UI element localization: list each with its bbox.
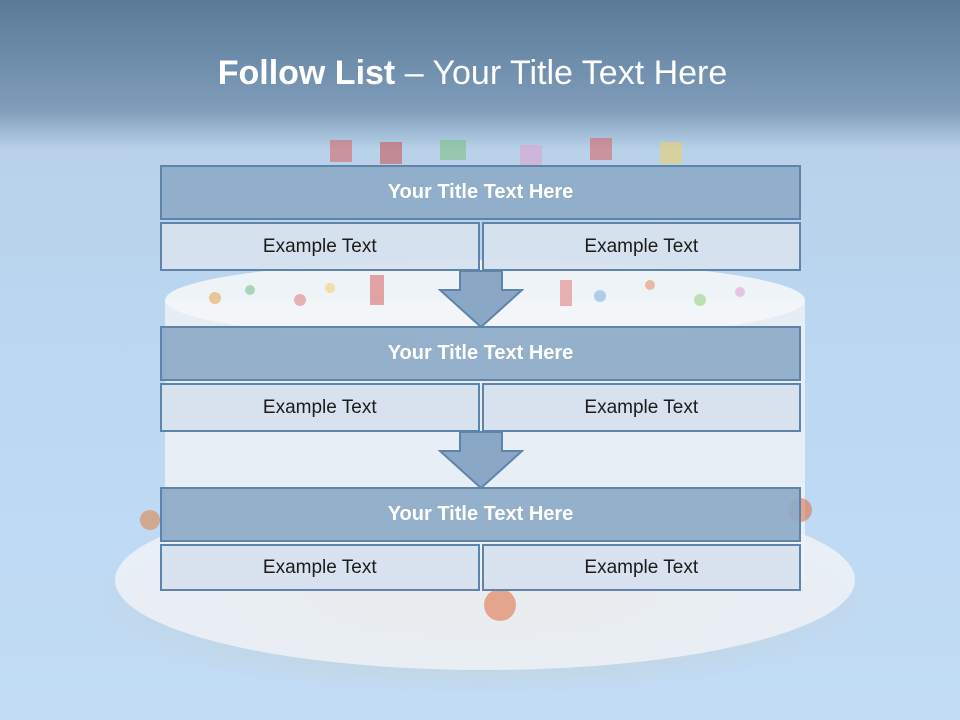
step-block: Your Title Text Here Example Text Exampl…: [160, 487, 801, 591]
slide-title-bold: Follow List: [217, 54, 396, 92]
down-arrow-icon: [438, 270, 524, 328]
down-arrow-icon: [438, 431, 524, 489]
step-right-text: Example Text: [481, 383, 801, 432]
step-row: Example Text Example Text: [160, 383, 801, 432]
step-block: Your Title Text Here Example Text Exampl…: [160, 165, 801, 271]
step-right-text: Example Text: [481, 544, 801, 591]
step-block: Your Title Text Here Example Text Exampl…: [160, 326, 801, 432]
step-left-text: Example Text: [160, 383, 480, 432]
step-row: Example Text Example Text: [160, 222, 801, 271]
step-row: Example Text Example Text: [160, 544, 801, 591]
step-title: Your Title Text Here: [160, 165, 801, 220]
slide-title-rest: – Your Title Text Here: [395, 54, 728, 92]
step-left-text: Example Text: [160, 544, 480, 591]
step-title: Your Title Text Here: [160, 326, 801, 381]
slide-title: Follow List – Your Title Text Here: [0, 54, 945, 93]
step-title: Your Title Text Here: [160, 487, 801, 542]
step-left-text: Example Text: [160, 222, 480, 271]
step-right-text: Example Text: [481, 222, 801, 271]
